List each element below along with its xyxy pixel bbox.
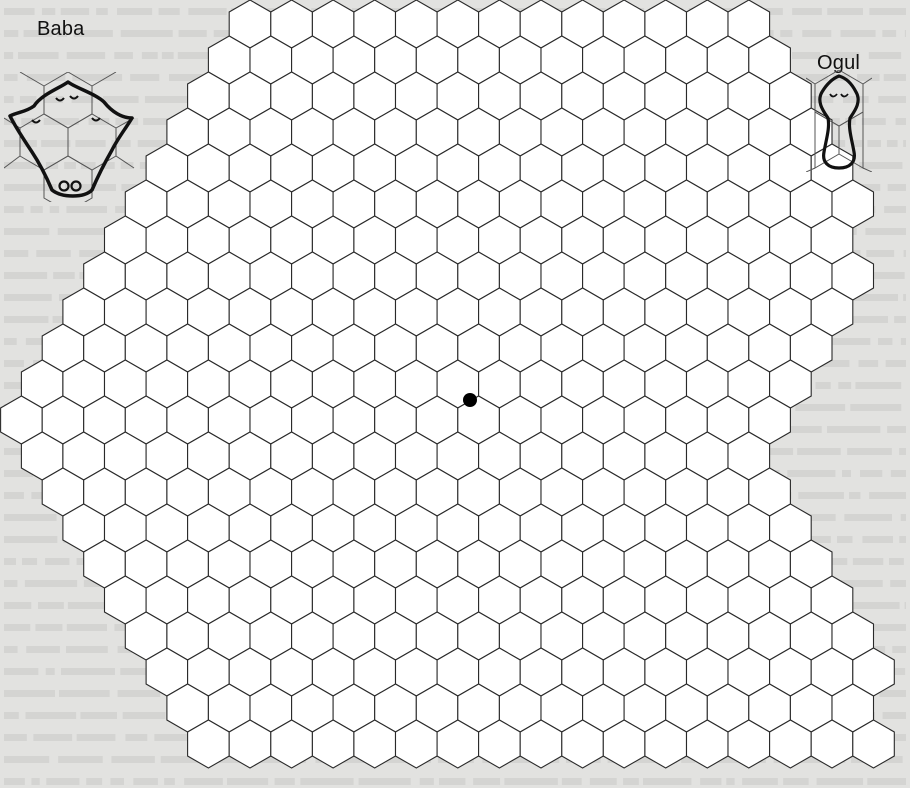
baba-label: Baba bbox=[37, 18, 85, 41]
center-marker-dot bbox=[463, 393, 477, 407]
ogul-piece-icon bbox=[806, 70, 872, 172]
baba-piece-icon bbox=[4, 72, 140, 202]
